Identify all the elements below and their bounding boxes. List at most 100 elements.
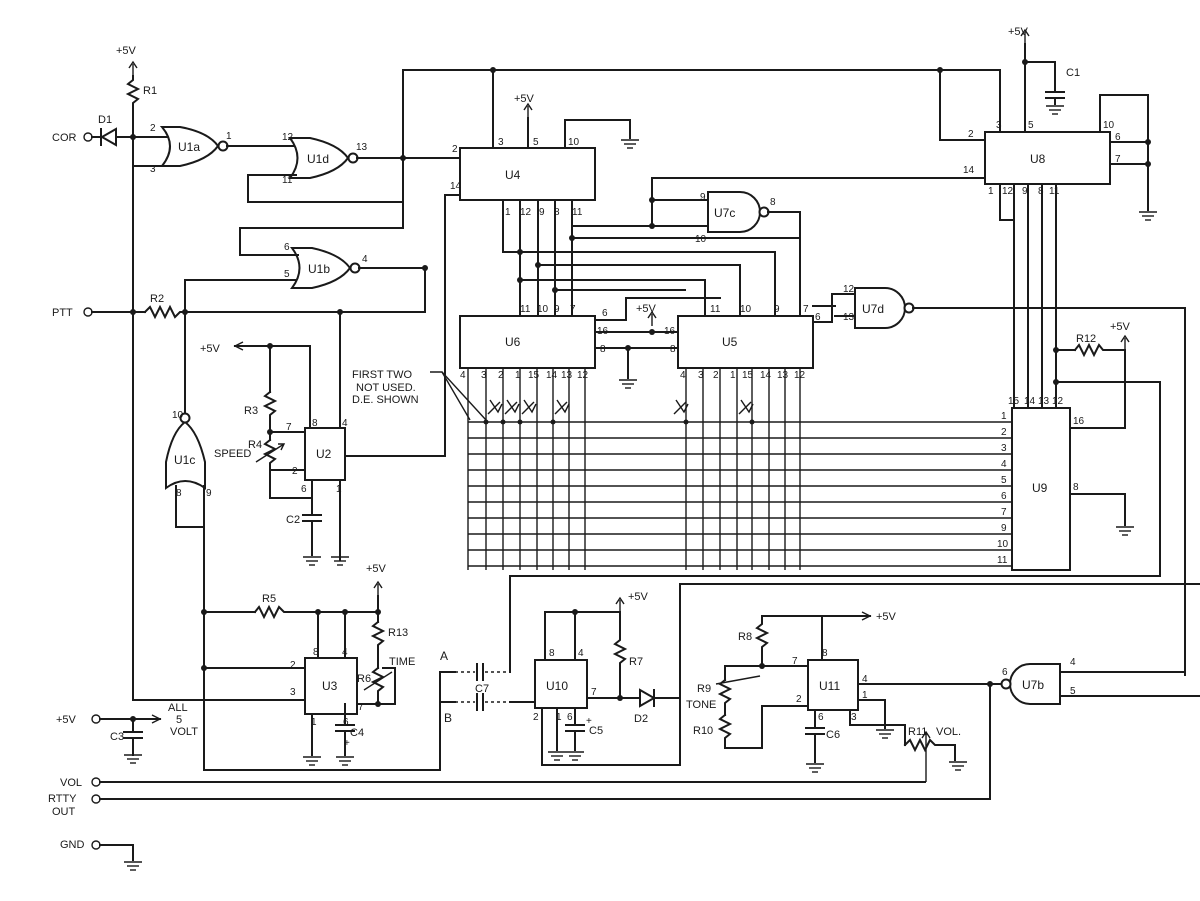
svg-text:2: 2 — [713, 370, 719, 381]
svg-text:B: B — [444, 711, 452, 725]
svg-text:1: 1 — [862, 690, 868, 701]
svg-text:+5V: +5V — [1008, 26, 1029, 38]
svg-text:3: 3 — [1001, 443, 1007, 454]
u1a-nor-gate: U1a 2 3 1 — [132, 123, 301, 701]
svg-text:1: 1 — [1001, 411, 1007, 422]
svg-text:15: 15 — [742, 370, 754, 381]
svg-text:8: 8 — [176, 488, 182, 499]
svg-text:8: 8 — [770, 197, 776, 208]
svg-text:6: 6 — [1002, 667, 1008, 678]
u9-left-pins: 1 2 3 4 5 6 7 9 10 11 — [997, 411, 1009, 566]
svg-text:+5V: +5V — [56, 714, 77, 726]
cor-terminal-circle — [83, 132, 93, 142]
r5-label: R5 — [262, 593, 276, 605]
u7b-nand-gate: U7b 6 4 5 — [987, 657, 1200, 800]
svg-text:14: 14 — [760, 370, 772, 381]
svg-text:10: 10 — [172, 410, 184, 421]
u7c-nand-gate: U7c 9 10 8 — [571, 177, 986, 245]
u1d-label: U1d — [307, 152, 329, 166]
r7-label: R7 — [629, 656, 643, 668]
svg-text:SPEED: SPEED — [214, 448, 251, 460]
svg-text:+: + — [586, 716, 592, 727]
svg-text:11: 11 — [520, 304, 531, 315]
svg-text:4: 4 — [460, 370, 466, 381]
u7b-label: U7b — [1022, 678, 1044, 692]
u1d-nor-gate: U1d 12 11 13 — [247, 132, 404, 203]
svg-text:1: 1 — [515, 370, 521, 381]
svg-text:7: 7 — [1115, 154, 1121, 165]
svg-text:3: 3 — [498, 137, 504, 148]
terminal-cor: COR — [52, 132, 102, 144]
svg-text:2: 2 — [968, 129, 974, 140]
c3-label: C3 — [110, 731, 124, 743]
svg-text:8: 8 — [312, 418, 318, 429]
r10-label: R10 — [693, 725, 713, 737]
c5-label: C5 — [589, 725, 603, 737]
svg-text:4: 4 — [862, 674, 868, 685]
svg-text:2: 2 — [498, 370, 504, 381]
svg-text:5: 5 — [1028, 120, 1034, 131]
svg-text:OUT: OUT — [52, 806, 76, 818]
svg-text:8: 8 — [549, 648, 555, 659]
svg-text:6: 6 — [284, 242, 290, 253]
terminal-rtty-out: RTTY OUT — [48, 793, 989, 818]
r12-label: R12 — [1076, 333, 1096, 345]
svg-text:16: 16 — [664, 326, 676, 337]
r2-label: R2 — [150, 293, 164, 305]
svg-text:12: 12 — [1002, 186, 1014, 197]
r3-label: R3 — [244, 405, 258, 417]
svg-text:14: 14 — [1024, 396, 1036, 407]
svg-text:8: 8 — [313, 647, 319, 658]
svg-text:10: 10 — [997, 539, 1009, 550]
svg-text:4: 4 — [1001, 459, 1007, 470]
c2-label: C2 — [286, 514, 300, 526]
svg-text:7: 7 — [358, 702, 364, 713]
svg-text:7: 7 — [1001, 507, 1007, 518]
svg-text:14: 14 — [450, 181, 462, 192]
svg-text:+: + — [344, 738, 350, 749]
c7-switch: A B C7 — [439, 649, 536, 725]
svg-text:12: 12 — [577, 370, 589, 381]
svg-text:11: 11 — [572, 207, 583, 218]
svg-text:9: 9 — [554, 304, 560, 315]
svg-text:8: 8 — [554, 207, 560, 218]
svg-text:4: 4 — [680, 370, 686, 381]
svg-text:+5V: +5V — [636, 303, 657, 315]
svg-text:3: 3 — [481, 370, 487, 381]
terminal-vol: VOL — [60, 777, 926, 789]
svg-text:5: 5 — [1001, 475, 1007, 486]
svg-text:13: 13 — [1038, 396, 1050, 407]
svg-text:13: 13 — [777, 370, 789, 381]
u7d-label: U7d — [862, 302, 884, 316]
terminal-gnd: GND — [60, 839, 143, 871]
svg-text:12: 12 — [843, 284, 855, 295]
r1-label: R1 — [143, 85, 157, 97]
svg-text:1: 1 — [226, 131, 232, 142]
svg-text:11: 11 — [282, 175, 293, 186]
u2-label: U2 — [316, 447, 332, 461]
u10-label: U10 — [546, 679, 568, 693]
svg-text:9: 9 — [206, 488, 212, 499]
svg-text:6: 6 — [818, 712, 824, 723]
u9-decoder: U9 15 14 13 12 16 8 1 2 3 4 5 6 7 9 10 1… — [509, 321, 1161, 673]
svg-text:+5V: +5V — [366, 563, 387, 575]
svg-text:10: 10 — [740, 304, 752, 315]
terminal-ptt: PTT — [52, 307, 146, 319]
svg-text:12: 12 — [1052, 396, 1064, 407]
svg-text:9: 9 — [539, 207, 545, 218]
svg-text:VOL: VOL — [60, 777, 82, 789]
svg-text:2: 2 — [533, 712, 539, 723]
u1a-label: U1a — [178, 140, 200, 154]
u4-counter: U4 2 14 3 5 10 1 12 9 8 11 +5V — [450, 93, 640, 218]
terminal-plus5v: +5V C3 ALL 5 VOLT — [56, 702, 198, 764]
svg-text:VOL.: VOL. — [936, 726, 961, 738]
c1-label: C1 — [1066, 67, 1080, 79]
u1c-nor-gate: U1c 10 8 9 — [165, 311, 212, 771]
svg-text:RTTY: RTTY — [48, 793, 77, 805]
d1-label: D1 — [98, 114, 112, 126]
u8-counter: U8 2 14 3 5 10 6 7 1 12 9 8 11 +5V C1 — [939, 26, 1158, 409]
svg-text:NOT USED.: NOT USED. — [356, 382, 416, 394]
svg-text:6: 6 — [567, 712, 573, 723]
